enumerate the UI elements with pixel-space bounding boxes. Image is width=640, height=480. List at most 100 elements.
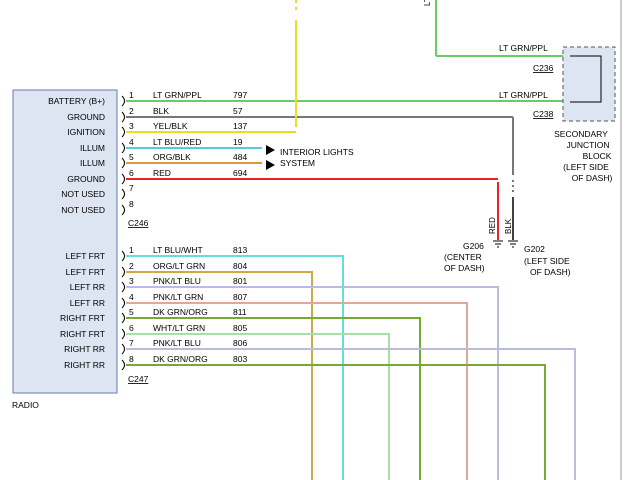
radio-pin-label: IGNITION: [67, 127, 105, 137]
c247-wire: [126, 364, 546, 480]
wire-circuit-number: 806: [233, 338, 247, 348]
wire-color-code: ORG/LT GRN: [153, 261, 205, 271]
wire-circuit-number: 803: [233, 354, 247, 364]
sjb-label-2: JUNCTION: [567, 140, 610, 150]
connector-c238-label: C238: [533, 109, 554, 119]
radio-pin-label: LEFT FRT: [66, 267, 105, 277]
g206-location-1: (CENTER: [444, 252, 482, 262]
connector-bracket: [121, 157, 125, 169]
wire-color-code: PNK/LT BLU: [153, 338, 201, 348]
g206-ground-symbol: [493, 240, 503, 248]
pin-number: 4: [129, 137, 134, 147]
wire-circuit-number: 484: [233, 152, 247, 162]
g206-label: G206: [463, 241, 484, 251]
pin-number: 5: [129, 152, 134, 162]
radio-pin-label: GROUND: [67, 112, 105, 122]
wire-color-code: BLK: [153, 106, 169, 116]
interior-lights-arrow-1: [266, 145, 275, 155]
g202-label: G202: [524, 244, 545, 254]
connector-bracket: [121, 173, 125, 185]
top-partial-label: LT: [423, 0, 432, 6]
wire-circuit-number: 797: [233, 90, 247, 100]
connector-bracket: [121, 266, 125, 278]
wire-color-code: PNK/LT GRN: [153, 292, 203, 302]
sjb-internal-link: [570, 55, 602, 103]
radio-pin-label: LEFT RR: [70, 282, 105, 292]
radio-pin-label: NOT USED: [61, 189, 105, 199]
connector-c246-label: C246: [128, 218, 149, 228]
g206-location-2: OF DASH): [444, 263, 485, 273]
radio-pin-label: BATTERY (B+): [48, 96, 105, 106]
radio-pin-label: GROUND: [67, 174, 105, 184]
interior-lights-label-1: INTERIOR LIGHTS: [280, 147, 354, 157]
connector-bracket: [121, 328, 125, 340]
g202-location-1: (LEFT SIDE: [524, 256, 570, 266]
connector-bracket: [121, 188, 125, 200]
wire-color-code: YEL/BLK: [153, 121, 188, 131]
radio-pin-label: RIGHT RR: [64, 360, 105, 370]
g202-ground-symbol: [508, 240, 518, 248]
radio-box: [12, 89, 118, 394]
g202-location-2: OF DASH): [530, 267, 571, 277]
pin-number: 6: [129, 168, 134, 178]
pin-number: 7: [129, 183, 134, 193]
wire-color-code: LT BLU/RED: [153, 137, 201, 147]
pin-number: 7: [129, 338, 134, 348]
c247-wire: [126, 255, 344, 480]
connector-bracket: [121, 111, 125, 123]
wire-circuit-number: 801: [233, 276, 247, 286]
pin-number: 3: [129, 121, 134, 131]
wire-color-code: DK GRN/ORG: [153, 307, 208, 317]
wire-circuit-number: 813: [233, 245, 247, 255]
sjb-label-3: BLOCK: [583, 151, 612, 161]
connector-bracket: [121, 312, 125, 324]
radio-pin-label: NOT USED: [61, 205, 105, 215]
wire-circuit-number: 805: [233, 323, 247, 333]
radio-pin-label: RIGHT FRT: [60, 329, 105, 339]
sjb-label-5: OF DASH): [572, 173, 613, 183]
pin-number: 3: [129, 276, 134, 286]
c247-wire: [126, 317, 421, 480]
wire-color-code: PNK/LT BLU: [153, 276, 201, 286]
connector-bracket: [121, 250, 125, 262]
connector-bracket: [121, 359, 125, 371]
wire-circuit-number: 811: [233, 307, 247, 317]
radio-pin-label: ILLUM: [80, 143, 105, 153]
connector-bracket: [121, 281, 125, 293]
c247-wire: [126, 286, 499, 480]
c247-wire: [126, 302, 468, 480]
c247-wire: [126, 333, 390, 480]
red-wire-label: RED: [488, 217, 497, 234]
wire-color-code: LT GRN/PPL: [153, 90, 202, 100]
c247-wire: [126, 348, 576, 480]
connector-bracket: [121, 204, 125, 216]
connector-bracket: [121, 343, 125, 355]
radio-pin-label: RIGHT RR: [64, 344, 105, 354]
wire-color-code: WHT/LT GRN: [153, 323, 205, 333]
wire-color-code: DK GRN/ORG: [153, 354, 208, 364]
radio-label: RADIO: [12, 400, 39, 410]
pin-number: 6: [129, 323, 134, 333]
wire-circuit-number: 137: [233, 121, 247, 131]
connector-c247-label: C247: [128, 374, 149, 384]
pin-number: 2: [129, 106, 134, 116]
mid-wire-color: LT GRN/PPL: [499, 90, 548, 100]
wire-circuit-number: 57: [233, 106, 243, 116]
radio-pin-label: LEFT RR: [70, 298, 105, 308]
wire-circuit-number: 807: [233, 292, 247, 302]
interior-lights-label-2: SYSTEM: [280, 158, 315, 168]
blk-wire-label: BLK: [504, 218, 513, 234]
wire-color-code: ORG/BLK: [153, 152, 191, 162]
connector-bracket: [121, 142, 125, 154]
sjb-label-1: SECONDARY: [554, 129, 608, 139]
wire-circuit-number: 694: [233, 168, 247, 178]
sjb-label-4: (LEFT SIDE: [563, 162, 609, 172]
wire-circuit-number: 19: [233, 137, 243, 147]
c247-wire: [126, 271, 313, 480]
wire-color-code: RED: [153, 168, 171, 178]
pin-number: 4: [129, 292, 134, 302]
pin-number: 1: [129, 245, 134, 255]
wire-circuit-number: 804: [233, 261, 247, 271]
